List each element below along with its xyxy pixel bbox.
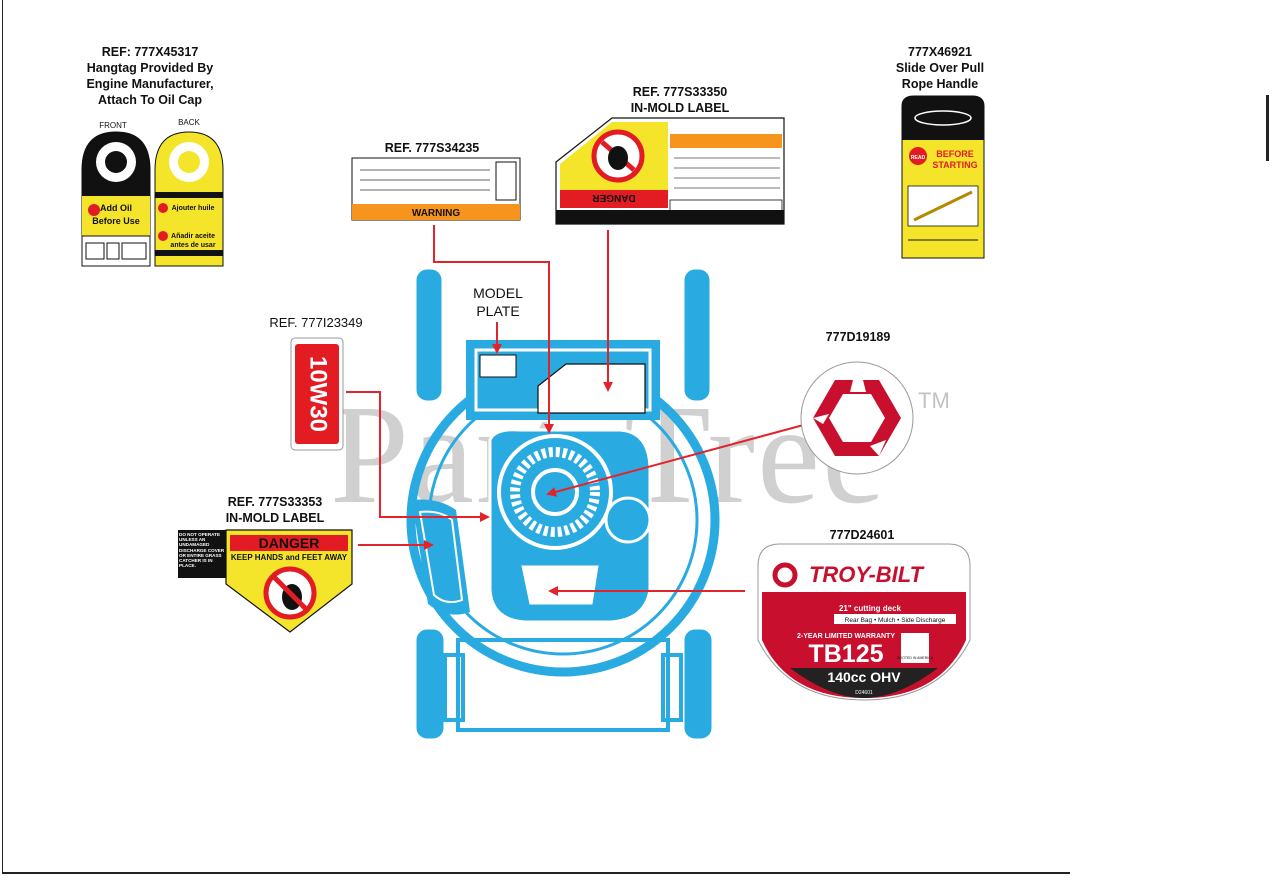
hangtag-ref-desc-2: Engine Manufacturer, [86,77,214,91]
model-plate-label-1: MODEL [473,285,523,301]
callout-warning-label [433,225,554,434]
hangtag-back-msg-1: Ajouter huile [172,205,215,212]
brand-modes: Rear Bag • Mulch • Side Discharge [845,617,946,624]
front-left-axle [443,653,465,722]
frame-bottom-border [2,872,1070,874]
model-plate-outline [479,354,517,378]
callout-hex-decal [546,419,823,497]
watermark-trademark: TM [918,388,950,413]
oil-label-ref: REF. 777I23349 [256,315,376,331]
inmold-left-danger-sub: KEEP HANDS and FEET AWAY [231,553,348,562]
pull-handle-read: READ [911,155,926,161]
inmold-left-ref-label: REF. 777S33353 IN-MOLD LABEL [195,494,355,526]
hangtag-back-msg-2: Añadir aceite [171,233,215,240]
callout-oil-label [346,391,490,522]
brand-decal-ref-number: 777D24601 [829,528,895,542]
warning-label-ref-number: REF. 777S34235 [384,141,480,155]
model-plate-label-2: PLATE [476,303,520,319]
hangtag-back-title: BACK [178,118,200,127]
inmold-top-ref-desc: IN-MOLD LABEL [630,101,730,115]
warning-decal: WARNING [351,157,521,221]
pull-handle-before: BEFORE [936,149,974,159]
pull-handle-ref-desc-2: Rope Handle [901,77,979,91]
mower-body [406,269,720,739]
hangtag-front-msg-2: Before Use [92,216,140,226]
hangtag-ref-number: REF: 777X45317 [101,45,199,59]
inmold-top-danger-word: DANGER [592,192,636,203]
pull-handle-tag: READ BEFORE STARTING [901,95,985,259]
hangtag-back-msg-3: antes de usar [170,242,215,249]
front-right-wheel [684,629,712,739]
pull-handle-starting: STARTING [932,160,977,170]
pull-handle-ref-number: 777X46921 [908,45,972,59]
hangtag-ref-desc-3: Attach To Oil Cap [98,93,202,107]
rear-right-wheel [684,269,710,401]
brand-code: D24601 [855,690,873,696]
pull-handle-ref-desc-1: Slide Over Pull [895,61,985,75]
callout-lines [346,225,823,596]
hangtag-front-msg-1: Add Oil [100,203,132,213]
hex-decal-ref-number: 777D19189 [825,330,891,344]
brand-engine: 140cc OHV [827,669,901,685]
brand-rooted: ROOTED IN AMERICA [897,656,934,660]
front-left-wheel [416,629,444,739]
inmold-left-ref-desc: IN-MOLD LABEL [225,511,325,525]
brand-name: TROY-BILT [809,562,925,587]
hex-decal-ref: 777D19189 [808,329,908,345]
inmold-left-decal: DANGER KEEP HANDS and FEET AWAY DO NOT O… [178,529,353,633]
frame-left-border [2,0,3,872]
warning-label-ref: REF. 777S34235 [362,140,502,156]
hex-decal [800,361,914,475]
inmold-left-side-note: DO NOT OPERATE UNLESS AN UNDAMAGED DISCH… [179,532,225,569]
brand-model: TB125 [808,640,883,668]
brand-decal: TROY-BILT 21" cutting deck Rear Bag • Mu… [757,543,971,701]
inmold-top-ref-label: REF. 777S33350 IN-MOLD LABEL [600,84,760,116]
brand-deck: 21" cutting deck [839,604,902,613]
oil-label-ref-number: REF. 777I23349 [269,315,363,330]
oil-grade-text: 10W30 [305,356,332,432]
rear-left-wheel [416,269,442,401]
brand-warranty: 2-YEAR LIMITED WARRANTY [797,633,895,640]
hangtag-back: Ajouter huile Añadir aceite antes de usa… [154,118,224,267]
hangtag-ref-label: REF: 777X45317 Hangtag Provided By Engin… [75,44,225,108]
inmold-left-danger-word: DANGER [259,535,320,551]
frame-right-tick [1266,95,1269,161]
hangtag-front: Add Oil Before Use FRONT [81,121,151,267]
oil-decal: 10W30 [290,337,344,451]
inmold-top-decal: DANGER [555,117,785,225]
hangtag-front-title: FRONT [99,121,127,130]
inmold-left-ref-number: REF. 777S33353 [227,495,323,509]
pull-handle-ref-label: 777X46921 Slide Over Pull Rope Handle [870,44,1010,92]
brand-decal-ref: 777D24601 [812,527,912,543]
inmold-top-outline [537,363,646,414]
inmold-top-ref-number: REF. 777S33350 [632,85,728,99]
inmold-left-side-note-box: DO NOT OPERATE UNLESS AN UNDAMAGED DISCH… [179,532,225,569]
model-plate-label: MODEL PLATE [456,284,540,320]
front-right-axle [661,653,683,722]
discharge-chute [412,499,470,615]
front-bumper [456,638,670,732]
warning-decal-word: WARNING [412,208,461,219]
hangtag-ref-desc-1: Hangtag Provided By [86,61,214,75]
